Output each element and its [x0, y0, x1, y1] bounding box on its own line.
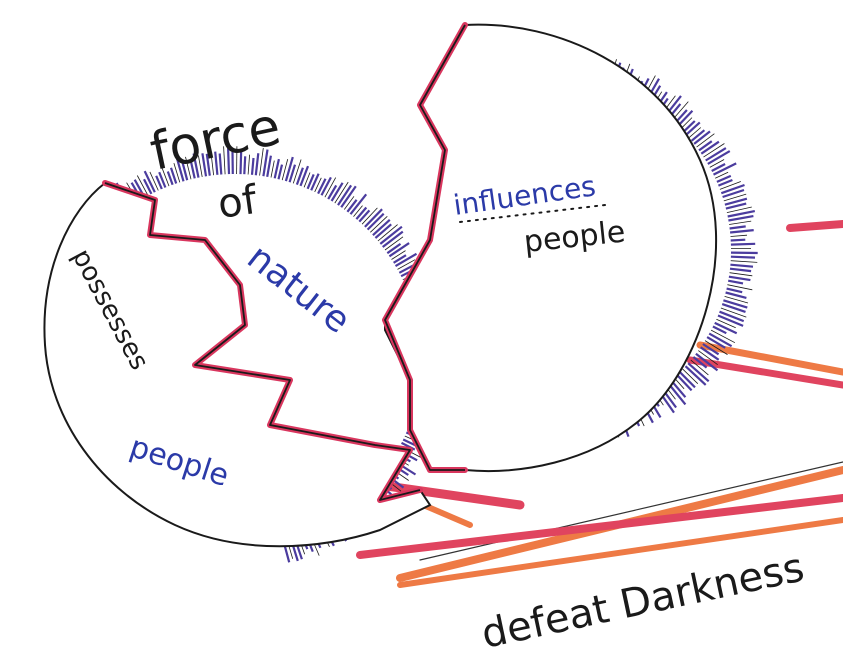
title-line-3: nature [239, 237, 357, 342]
hatch-stroke [279, 165, 283, 180]
hatch-stroke [731, 257, 755, 258]
hatch-stroke [730, 269, 751, 271]
hatch-stroke [726, 293, 747, 298]
hatch-stroke [730, 226, 746, 228]
left-half-outline [44, 183, 430, 546]
hatch-stroke [692, 130, 705, 141]
hatch-stroke [730, 273, 753, 276]
title-line-2: of [215, 177, 260, 228]
hatch-stroke [731, 244, 755, 245]
hatch-stroke [731, 235, 748, 236]
hatch-stroke [731, 240, 746, 241]
hatch-stroke [731, 261, 758, 263]
streak-pink-top [790, 224, 843, 228]
hatch-stroke [720, 312, 744, 321]
hatch-stroke [689, 128, 701, 138]
streak-black-thin [420, 462, 843, 560]
streak-pink-mid [690, 360, 843, 385]
hatch-stroke [729, 221, 751, 224]
hatch-stroke [344, 196, 354, 209]
hatch-stroke [730, 230, 754, 232]
hatch-stroke [728, 281, 743, 284]
hatch-stroke [356, 208, 366, 220]
hatch-stroke [293, 160, 301, 184]
hatch-stroke [684, 121, 695, 132]
hatch-stroke [392, 251, 406, 260]
hatch-stroke [271, 161, 274, 178]
hatch-stroke [728, 216, 753, 220]
hatch-stroke [729, 277, 751, 280]
hatch-stroke [275, 159, 279, 178]
hatch-stroke [359, 210, 369, 221]
hatch-stroke [347, 200, 356, 212]
hatch-stroke [387, 244, 400, 253]
hatch-stroke [730, 265, 753, 267]
bottom-label: defeat Darkness [478, 545, 809, 656]
hatch-stroke [727, 289, 743, 293]
